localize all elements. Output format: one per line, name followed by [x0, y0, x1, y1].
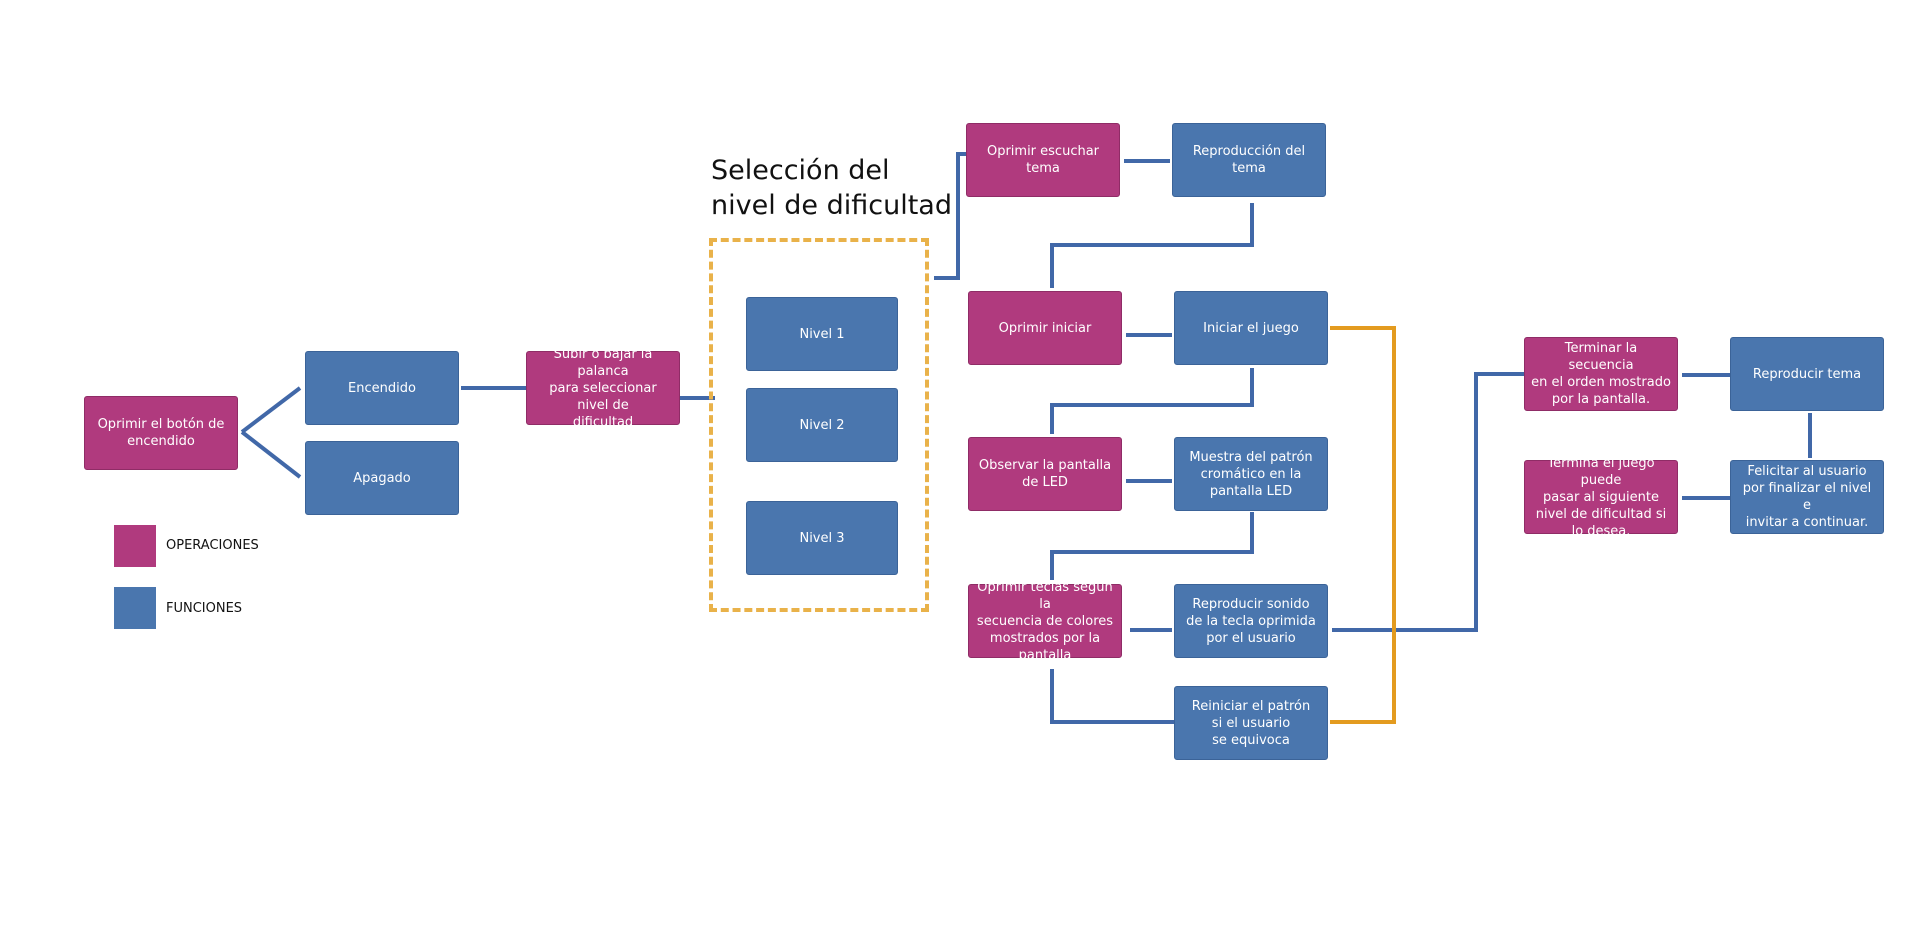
node-congratulate: Felicitar al usuario por finalizar el ni… — [1730, 460, 1884, 534]
node-off: Apagado — [305, 441, 459, 515]
legend-swatch-operations — [114, 525, 156, 567]
connector-power-to-on — [240, 386, 302, 434]
node-on: Encendido — [305, 351, 459, 425]
node-press-keys: Oprimir teclas según la secuencia de col… — [968, 580, 1122, 663]
node-start-press: Oprimir iniciar — [968, 291, 1122, 365]
node-show-pattern: Muestra del patrón cromático en la panta… — [1174, 437, 1328, 511]
node-start-game: Iniciar el juego — [1174, 291, 1328, 365]
node-level-1: Nivel 1 — [746, 297, 898, 371]
node-game-end: Termina el juego puede pasar al siguient… — [1524, 456, 1678, 539]
node-power-button: Oprimir el botón de encendido — [84, 396, 238, 470]
difficulty-group-frame — [709, 238, 929, 612]
connector-theme-to-start — [1050, 203, 1254, 288]
legend-label-functions: FUNCIONES — [166, 601, 243, 616]
node-restart-pattern: Reiniciar el patrón si el usuario se equ… — [1174, 686, 1328, 760]
node-finish-sequence: Terminar la secuencia en el orden mostra… — [1524, 337, 1678, 411]
node-theme-playback: Reproducción del tema — [1172, 123, 1326, 197]
connector-power-to-off — [240, 430, 302, 479]
connector-pattern-to-keys — [1050, 512, 1254, 580]
node-lever: Subir o bajar la palanca para selecciona… — [526, 347, 680, 430]
node-level-2: Nivel 2 — [746, 388, 898, 462]
node-level-3: Nivel 3 — [746, 501, 898, 575]
legend-swatch-functions — [114, 587, 156, 629]
legend-label-operations: OPERACIONES — [166, 538, 259, 553]
node-observe-led: Observar la pantalla de LED — [968, 437, 1122, 511]
connector-keys-to-restart — [1050, 669, 1176, 724]
node-listen-press: Oprimir escuchar tema — [966, 123, 1120, 197]
node-play-theme: Reproducir tema — [1730, 337, 1884, 411]
connector-sound-to-finish — [1332, 372, 1526, 632]
connector-game-restart-loop — [1330, 326, 1396, 724]
connector-group-to-listen — [934, 152, 968, 280]
group-title-difficulty: Selección del nivel de dificultad — [711, 155, 952, 221]
node-play-sound: Reproducir sonido de la tecla oprimida p… — [1174, 584, 1328, 658]
connector-game-to-observe — [1050, 368, 1254, 434]
